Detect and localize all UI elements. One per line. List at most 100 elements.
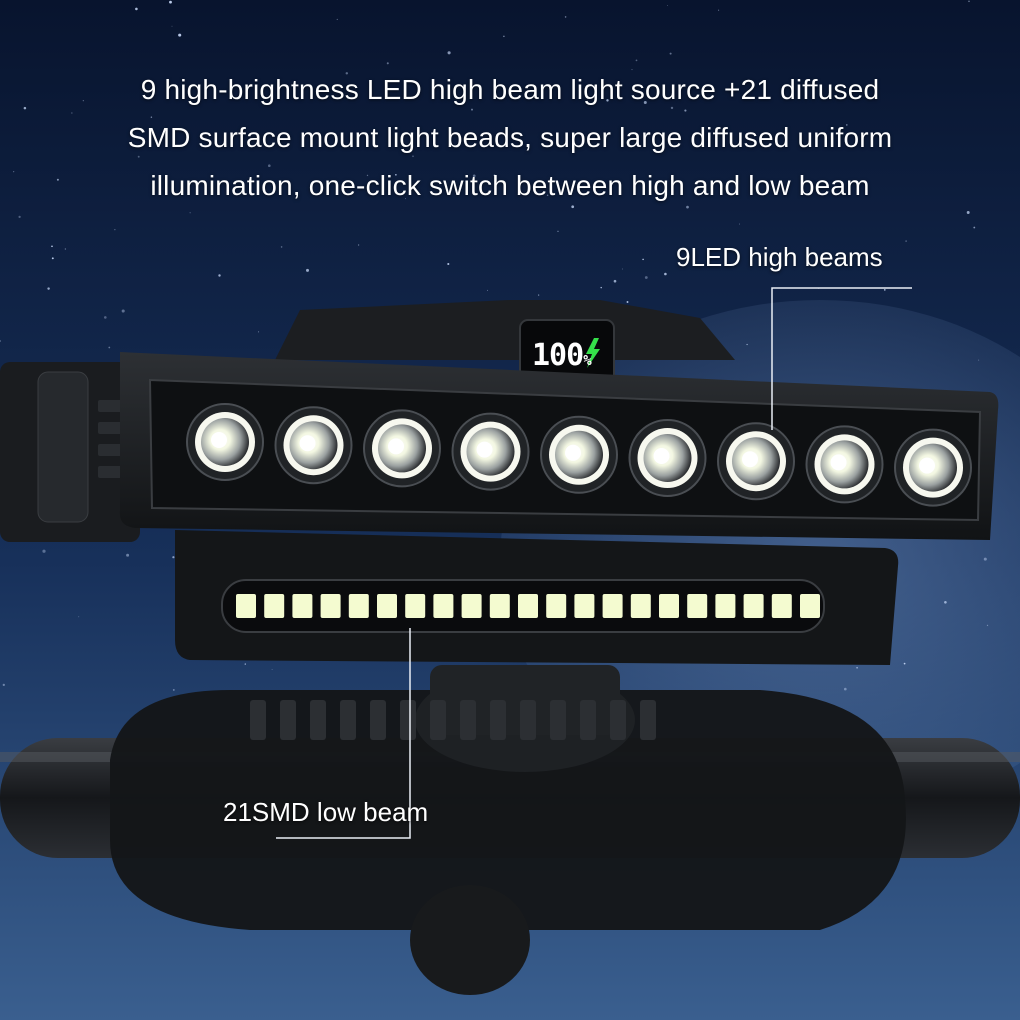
mount-ridge — [580, 700, 596, 740]
low-beam-smd — [715, 594, 736, 618]
star — [358, 244, 360, 246]
star — [626, 301, 629, 303]
star — [664, 272, 667, 276]
battery-value: 100 — [532, 338, 584, 373]
star — [600, 286, 602, 289]
star — [268, 164, 271, 167]
mount-ridge — [310, 700, 326, 740]
star — [471, 108, 473, 111]
low-beam-smd — [518, 594, 538, 618]
star — [23, 106, 27, 110]
star — [345, 72, 349, 75]
star — [447, 262, 450, 266]
usb-port-cover — [37, 371, 89, 523]
high-beam-led — [805, 425, 884, 504]
mount-lower-ring — [410, 885, 530, 995]
star — [843, 687, 847, 691]
star — [546, 194, 549, 197]
headline-line-3: illumination, one-click switch between h… — [150, 170, 870, 201]
high-beam-led — [540, 415, 618, 494]
star — [51, 257, 54, 260]
star — [883, 289, 886, 291]
star — [42, 549, 46, 553]
star — [306, 268, 309, 272]
star — [845, 124, 848, 126]
low-beam-smd — [743, 594, 764, 618]
star — [71, 112, 73, 114]
lightning-bolt-icon — [586, 338, 600, 368]
star — [613, 279, 617, 283]
star — [805, 95, 808, 97]
star — [571, 205, 575, 209]
mount-ridge — [250, 700, 266, 740]
star — [395, 174, 397, 176]
high-beam-led — [628, 419, 707, 497]
star — [631, 69, 633, 71]
star — [903, 662, 906, 665]
star — [669, 52, 672, 55]
low-beam-smd — [659, 594, 679, 618]
star — [472, 174, 476, 178]
star — [244, 663, 246, 665]
star — [973, 226, 976, 229]
star — [108, 346, 111, 349]
star — [82, 100, 84, 102]
high-beam-led — [363, 409, 441, 488]
mount-ridge — [280, 700, 296, 740]
headline-line-2: SMD surface mount light beads, super lar… — [127, 122, 893, 153]
star — [643, 101, 647, 104]
battery-unit: % — [583, 353, 592, 369]
high-beam-led — [451, 412, 530, 491]
low-beam-smd-row — [236, 594, 820, 618]
star — [667, 4, 668, 6]
low-beam-smd — [264, 594, 285, 618]
star — [172, 688, 175, 691]
star — [718, 9, 720, 11]
star — [150, 116, 153, 118]
star — [686, 205, 689, 209]
star — [487, 289, 489, 291]
star — [171, 25, 173, 27]
low-beam-smd — [687, 594, 708, 618]
mount-ridge — [490, 700, 506, 740]
star — [738, 223, 740, 225]
star — [366, 174, 369, 177]
star — [0, 340, 2, 342]
star — [503, 35, 505, 38]
star — [983, 557, 987, 561]
star — [493, 174, 496, 177]
low-beam-smd — [546, 594, 567, 618]
star — [189, 212, 191, 214]
star — [47, 287, 50, 290]
low-beam-smd — [292, 594, 313, 618]
callout-low-beam: 21SMD low beam — [223, 797, 429, 827]
star — [56, 178, 59, 181]
mount-ridge — [400, 700, 416, 740]
low-beam-smd — [377, 594, 397, 618]
star — [684, 109, 687, 112]
star — [135, 7, 138, 11]
star — [412, 155, 414, 158]
star — [447, 51, 451, 55]
high-beam-led — [274, 406, 353, 485]
headline: 9 high-brightness LED high beam light so… — [60, 66, 960, 210]
mount-ridge — [430, 700, 446, 740]
low-beam-smd — [461, 594, 482, 618]
star — [405, 198, 406, 200]
low-beam-smd — [630, 594, 651, 618]
star — [557, 230, 559, 232]
low-beam-smd — [320, 594, 341, 618]
star — [2, 683, 5, 687]
star — [126, 553, 130, 557]
star — [564, 16, 567, 18]
star — [538, 294, 540, 296]
mount-ridge — [460, 700, 476, 740]
high-beam-led — [186, 403, 264, 481]
mount-ridge — [550, 700, 566, 740]
star — [642, 258, 644, 261]
star — [218, 274, 221, 277]
star — [178, 33, 182, 37]
star — [905, 240, 907, 242]
star — [64, 248, 67, 250]
